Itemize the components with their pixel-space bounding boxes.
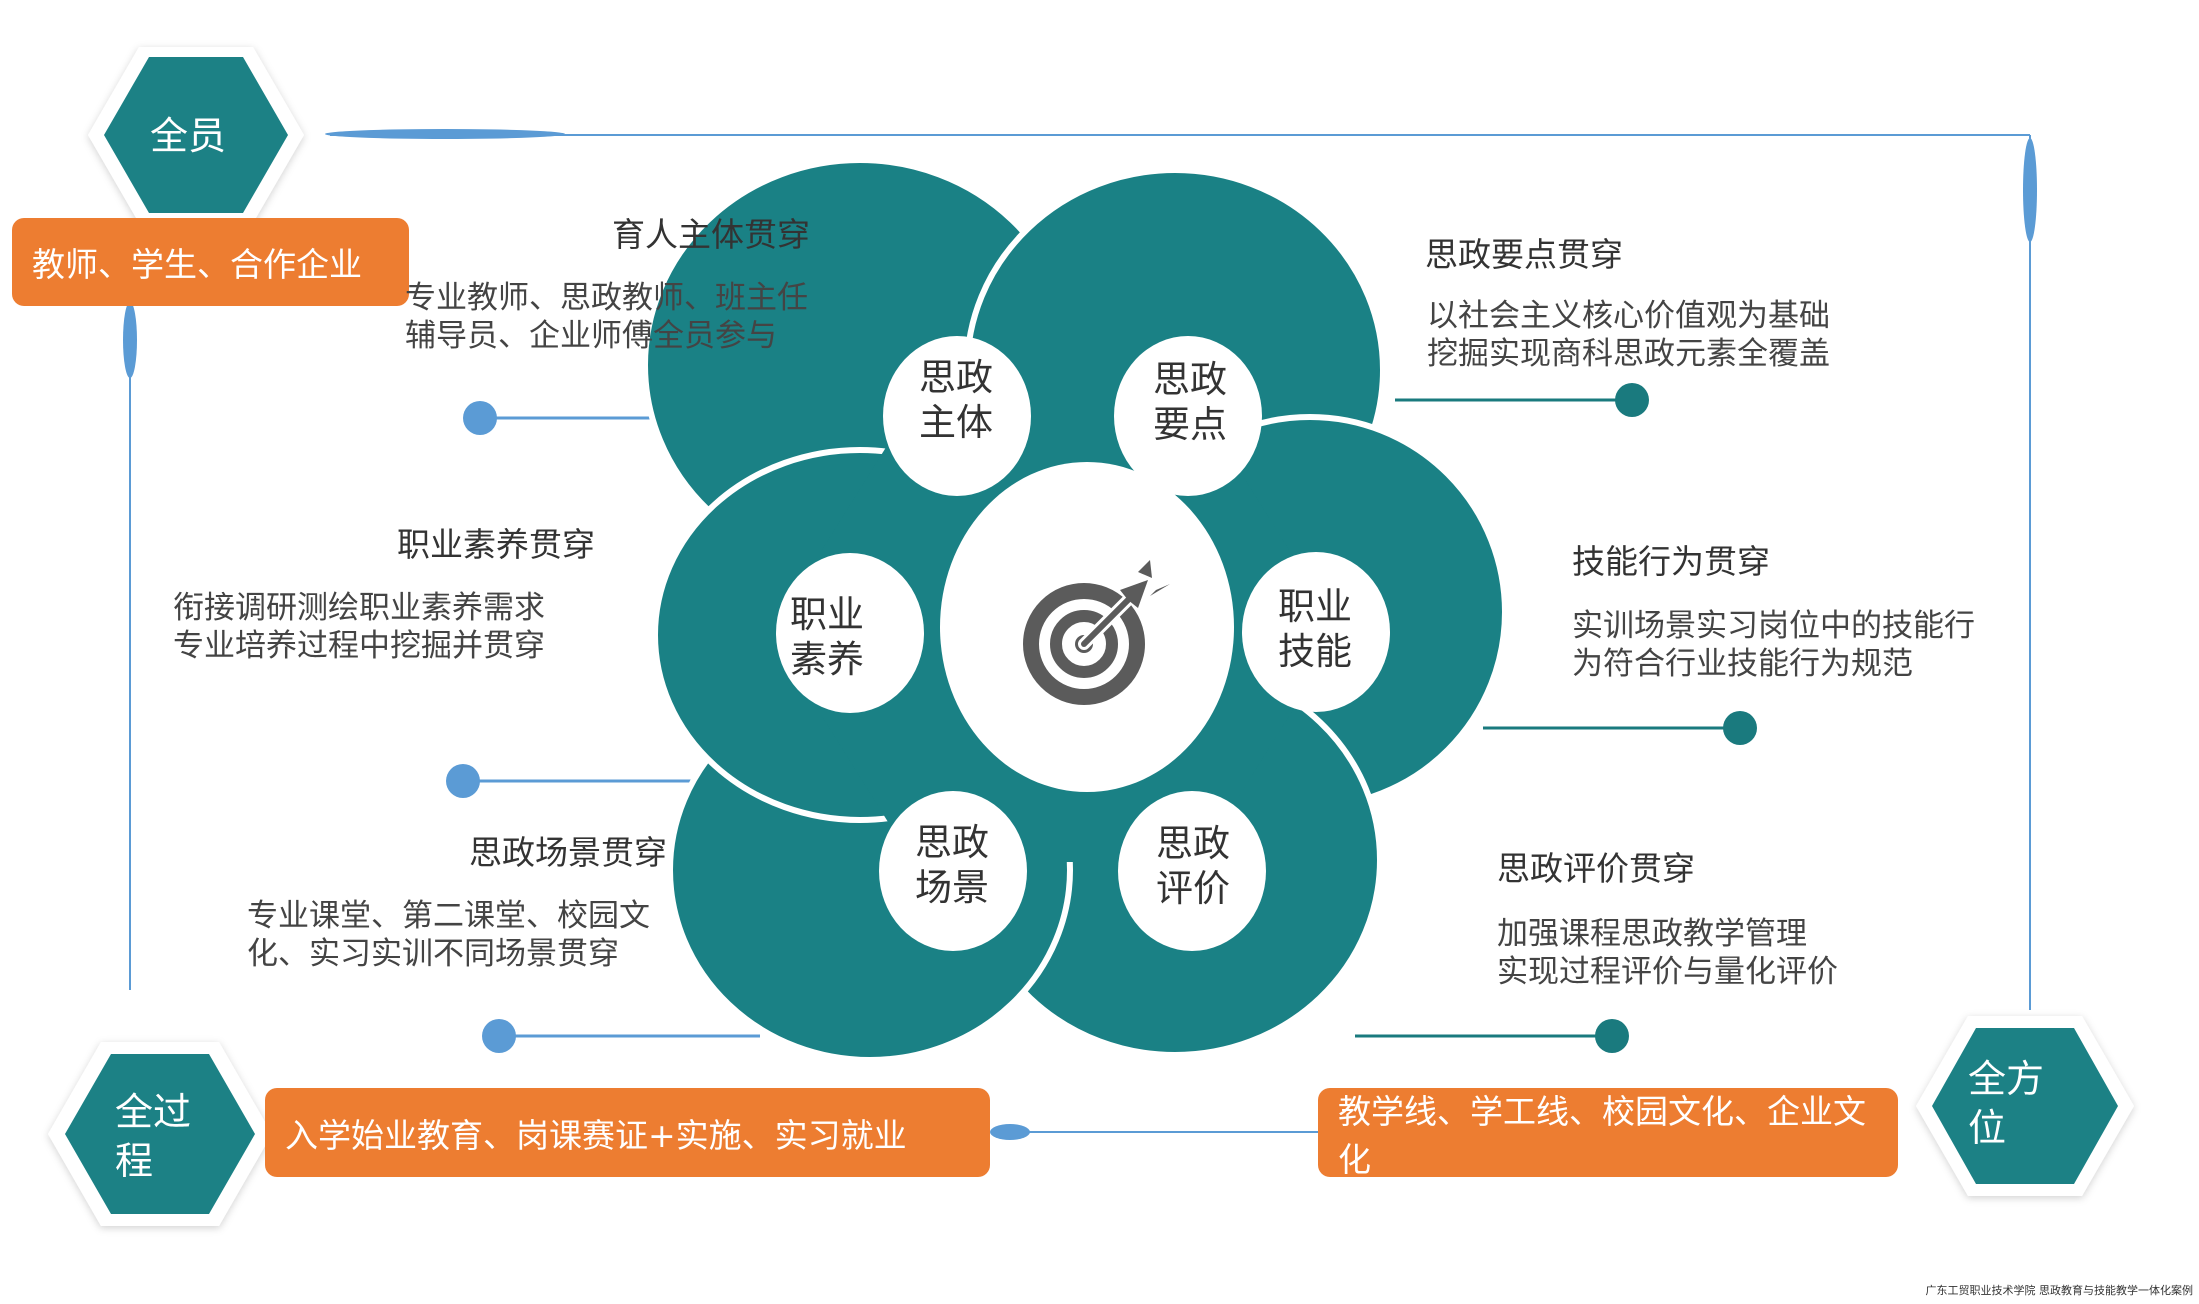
left-connectors (446, 401, 760, 1053)
section-line1-pingjia: 加强课程思政教学管理 (1497, 916, 1807, 952)
petal-label-yaodian: 思政 要点 (1135, 357, 1245, 447)
footnote: 广东工贸职业技术学院 思政教育与技能教学一体化案例 (1925, 1284, 2194, 1297)
petal-yaodian-node (1114, 336, 1262, 496)
section-title-changjing: 思政场景贯穿 (469, 833, 667, 872)
section-line1-yuren: 专业教师、思政教师、班主任 (405, 280, 808, 316)
petal-label-zhuti: 思政 主体 (901, 355, 1011, 445)
petal-label-suyang: 职业 素养 (772, 592, 882, 682)
petal-yaodian-line2: 要点 (1153, 403, 1227, 447)
petal-label-pingjia: 思政 评价 (1138, 821, 1248, 911)
section-title-pingjia: 思政评价贯穿 (1497, 849, 1695, 888)
connector-dot-changjing (482, 1019, 516, 1053)
hexagon-quanfangwei (1916, 1016, 2134, 1196)
frame-lines (129, 134, 2031, 1133)
label-quanfangwei: 全方 位 (1968, 1055, 2044, 1154)
target-arrow-icon (1023, 560, 1170, 705)
box-quanyuan-text: 教师、学生、合作企业 (32, 245, 362, 284)
section-line2-yaodian: 挖掘实现商科思政元素全覆盖 (1427, 336, 1830, 372)
connector-dot-suyang (446, 764, 480, 798)
box-quanguocheng-text: 入学始业教育、岗课赛证+实施、实习就业 (285, 1115, 907, 1155)
label-quanguocheng-line1: 全过 (115, 1090, 192, 1134)
petal-jineng-line1: 职业 (1278, 585, 1352, 628)
section-title-suyang: 职业素养贯穿 (397, 525, 595, 564)
right-connectors (1355, 383, 1757, 1053)
petal-jineng-node (1242, 552, 1390, 712)
label-quanfangwei-line1: 全方 (1968, 1057, 2045, 1101)
petal-zhuti-line2: 主体 (919, 401, 993, 445)
petal-changjing-node (879, 791, 1027, 951)
box-quanfangwei: 教学线、学工线、校园文化、企业文化 (1318, 1088, 1898, 1179)
label-quanfangwei-line2: 位 (1968, 1106, 2007, 1151)
petal-suyang-line2: 素养 (790, 638, 864, 682)
petal-changjing-line2: 场景 (915, 866, 989, 910)
petal-zhuti-node (883, 336, 1031, 496)
frame-accents (123, 129, 2037, 1140)
petal-pingjia-node (1118, 791, 1266, 951)
section-title-jineng: 技能行为贯穿 (1572, 542, 1770, 581)
section-line2-yuren: 辅导员、企业师傅全员参与 (405, 318, 777, 354)
connector-dot-yaodian (1615, 383, 1649, 417)
section-line1-yaodian: 以社会主义核心价值观为基础 (1427, 298, 1830, 334)
section-line1-suyang: 衔接调研测绘职业素养需求 (173, 590, 545, 626)
label-quanguocheng-line2: 程 (115, 1139, 154, 1184)
box-quanyuan: 教师、学生、合作企业 (12, 218, 409, 306)
section-line1-jineng: 实训场景实习岗位中的技能行 (1572, 608, 1975, 644)
hexagon-quanguocheng (48, 1042, 272, 1226)
center-circle (940, 462, 1234, 792)
petal-pingjia-line2: 评价 (1156, 867, 1230, 911)
petal-suyang-node (776, 553, 924, 713)
petal-nodes (776, 336, 1390, 951)
petal-yaodian-line1: 思政 (1153, 358, 1227, 401)
petal-pingjia-line1: 思政 (1156, 822, 1230, 865)
section-title-yuren: 育人主体贯穿 (612, 215, 810, 254)
hexagon-quanyuan (88, 47, 304, 223)
section-line2-pingjia: 实现过程评价与量化评价 (1497, 954, 1838, 990)
section-line2-changjing: 化、实习实训不同场景贯穿 (247, 936, 619, 972)
box-quanguocheng: 入学始业教育、岗课赛证+实施、实习就业 (265, 1088, 990, 1177)
section-line2-jineng: 为符合行业技能行为规范 (1572, 646, 1913, 682)
petal-jineng-line2: 技能 (1278, 630, 1352, 674)
label-quanguocheng: 全过 程 (115, 1088, 191, 1187)
connector-dot-yuren (463, 401, 497, 435)
section-title-yaodian: 思政要点贯穿 (1425, 235, 1623, 274)
petal-label-jineng: 职业 技能 (1260, 584, 1370, 674)
box-quanfangwei-text: 教学线、学工线、校园文化、企业文化 (1338, 1091, 1866, 1179)
section-line2-suyang: 专业培养过程中挖掘并贯穿 (173, 628, 545, 664)
petal-changjing-line1: 思政 (915, 821, 989, 864)
connector-dot-pingjia (1595, 1019, 1629, 1053)
petal-label-changjing: 思政 场景 (897, 820, 1007, 910)
connector-dot-jineng (1723, 711, 1757, 745)
section-line1-changjing: 专业课堂、第二课堂、校园文 (247, 898, 650, 934)
petal-zhuti-line1: 思政 (919, 356, 993, 399)
label-quanyuan: 全员 (150, 114, 227, 158)
petal-suyang-line1: 职业 (790, 593, 864, 636)
